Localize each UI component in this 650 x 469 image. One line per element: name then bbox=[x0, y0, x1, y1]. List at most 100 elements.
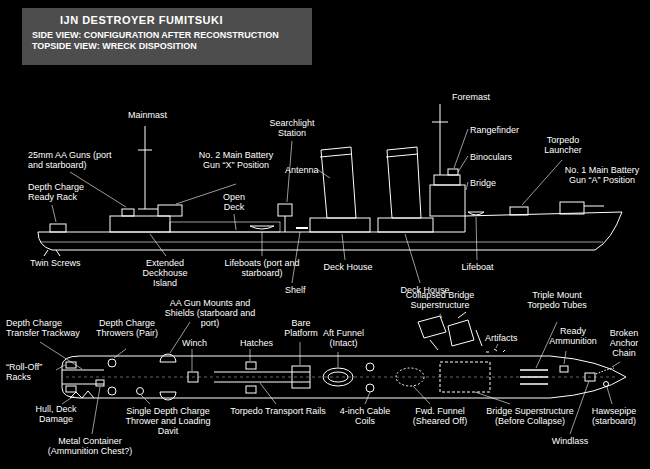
funnel-band bbox=[386, 154, 418, 157]
aft-funnel-plan bbox=[323, 368, 353, 386]
metal-container bbox=[96, 380, 104, 386]
part-label: Hull, Deck Damage bbox=[30, 404, 82, 424]
part-label: Searchlight Station bbox=[262, 118, 322, 138]
screws bbox=[44, 250, 60, 256]
hull-damage bbox=[70, 391, 94, 398]
part-label: 25mm AA Guns (port and starboard) bbox=[28, 150, 118, 170]
part-label: Hawsepipe (starboard) bbox=[585, 406, 643, 426]
part-label: Triple Mount Torpedo Tubes bbox=[522, 290, 592, 310]
subtitle-text: TOPSIDE VIEW: WRECK DISPOSITION bbox=[32, 41, 302, 52]
part-label: Deck House bbox=[318, 262, 378, 272]
foremast bbox=[440, 104, 441, 175]
part-label: Fwd. Funnel (Sheared Off) bbox=[400, 406, 480, 426]
part-label: Ready Ammunition bbox=[548, 326, 598, 346]
part-label: Foremast bbox=[452, 92, 502, 102]
cable-coil bbox=[366, 363, 374, 371]
part-label: Open Deck bbox=[214, 192, 254, 212]
shelf bbox=[296, 227, 308, 229]
part-label: “Roll-Off” Racks bbox=[6, 362, 56, 382]
single-thrower bbox=[137, 388, 144, 395]
part-label: Lifeboat bbox=[455, 262, 500, 272]
bridge-top bbox=[434, 175, 460, 185]
part-label: No. 2 Main Battery Gun “X” Position bbox=[196, 150, 276, 170]
cable-coil bbox=[366, 384, 374, 392]
part-label: AA Gun Mounts and Shields (starboard and… bbox=[160, 298, 260, 328]
torpedo-tubes bbox=[520, 370, 548, 384]
windlass bbox=[585, 373, 595, 381]
hatch bbox=[246, 362, 256, 369]
funnel-band bbox=[320, 154, 352, 157]
part-label: Twin Screws bbox=[30, 258, 90, 268]
part-label: Rangefinder bbox=[470, 125, 530, 135]
part-label: Bridge Superstructure (Before Collapse) bbox=[482, 406, 578, 426]
fwd-funnel bbox=[387, 147, 421, 218]
hatch bbox=[246, 386, 256, 393]
subtitle-text: SIDE VIEW: CONFIGURATION AFTER RECONSTRU… bbox=[32, 30, 302, 41]
part-label: 4-inch Cable Coils bbox=[330, 406, 400, 426]
gun-x bbox=[158, 205, 182, 216]
part-label: No. 1 Main Battery Gun “A” Position bbox=[560, 165, 644, 185]
part-label: Mainmast bbox=[128, 110, 178, 120]
aft-funnel bbox=[321, 147, 356, 218]
hawsepipe bbox=[604, 382, 609, 387]
searchlight-post bbox=[285, 216, 286, 232]
hull-plan bbox=[62, 356, 626, 398]
gun-a bbox=[560, 202, 584, 214]
foremast-yard bbox=[432, 122, 448, 123]
part-label: Shelf bbox=[285, 285, 315, 295]
part-label: Extended Deckhouse Island bbox=[130, 258, 200, 288]
part-label: Hatches bbox=[240, 338, 280, 348]
aa-gun bbox=[122, 209, 134, 216]
fwd-funnel-plan bbox=[396, 368, 424, 386]
thrower bbox=[108, 387, 116, 395]
aft-funnel-inner bbox=[328, 372, 348, 382]
lifeboats bbox=[250, 226, 274, 229]
part-label: Depth Charge Ready Rack bbox=[28, 182, 98, 202]
part-label: Lifeboats (port and starboard) bbox=[215, 258, 309, 278]
torpedo-rails bbox=[214, 372, 310, 382]
boot-line bbox=[40, 242, 603, 243]
thrower bbox=[108, 359, 116, 367]
part-label: Bridge bbox=[470, 178, 510, 188]
part-label: Windlass bbox=[545, 436, 595, 446]
part-label: Bare Platform bbox=[280, 318, 322, 338]
deck-house bbox=[310, 218, 370, 232]
part-label: Winch bbox=[182, 338, 222, 348]
searchlight bbox=[278, 204, 292, 216]
winch bbox=[188, 372, 198, 382]
aa-shields bbox=[160, 354, 176, 400]
mainmast-yard bbox=[138, 150, 152, 151]
collapsed-bridge bbox=[418, 312, 482, 350]
bridge-outline bbox=[440, 362, 490, 392]
part-label: Broken Anchor Chain bbox=[603, 328, 645, 358]
depth-charge-rack bbox=[50, 224, 66, 232]
part-label: Aft Funnel (Intact) bbox=[316, 328, 371, 348]
deck-house bbox=[378, 218, 433, 232]
part-label: Torpedo Transport Rails bbox=[228, 406, 328, 416]
roll-off-rack bbox=[66, 386, 76, 392]
bridge bbox=[430, 185, 465, 216]
part-label: Metal Container (Ammunition Chest?) bbox=[40, 436, 140, 456]
ready-ammo bbox=[560, 366, 568, 372]
aft-deckhouse bbox=[110, 216, 170, 232]
torpedo-launcher bbox=[510, 207, 528, 215]
part-label: Antenna bbox=[285, 165, 321, 175]
part-label: Collapsed Bridge Superstructure bbox=[395, 290, 485, 310]
mainmast bbox=[145, 126, 146, 209]
part-label: Single Depth Charge Thrower and Loading … bbox=[118, 406, 218, 436]
artifacts bbox=[486, 349, 505, 352]
part-label: Torpedo Launcher bbox=[538, 135, 588, 155]
gun-x-barrel bbox=[138, 209, 158, 210]
deckhouse-island bbox=[170, 222, 280, 232]
title-text: IJN DESTROYER FUMITSUKI bbox=[60, 14, 302, 26]
trackway bbox=[62, 370, 104, 384]
rangefinder bbox=[448, 169, 458, 175]
leaders bbox=[52, 129, 562, 283]
part-label: Depth Charge Transfer Trackway bbox=[6, 318, 88, 338]
lifeboat bbox=[468, 212, 484, 215]
part-label: Depth Charge Throwers (Pair) bbox=[92, 318, 162, 338]
anchor-chain bbox=[596, 368, 614, 374]
title-box: IJN DESTROYER FUMITSUKI SIDE VIEW: CONFIG… bbox=[22, 8, 312, 65]
